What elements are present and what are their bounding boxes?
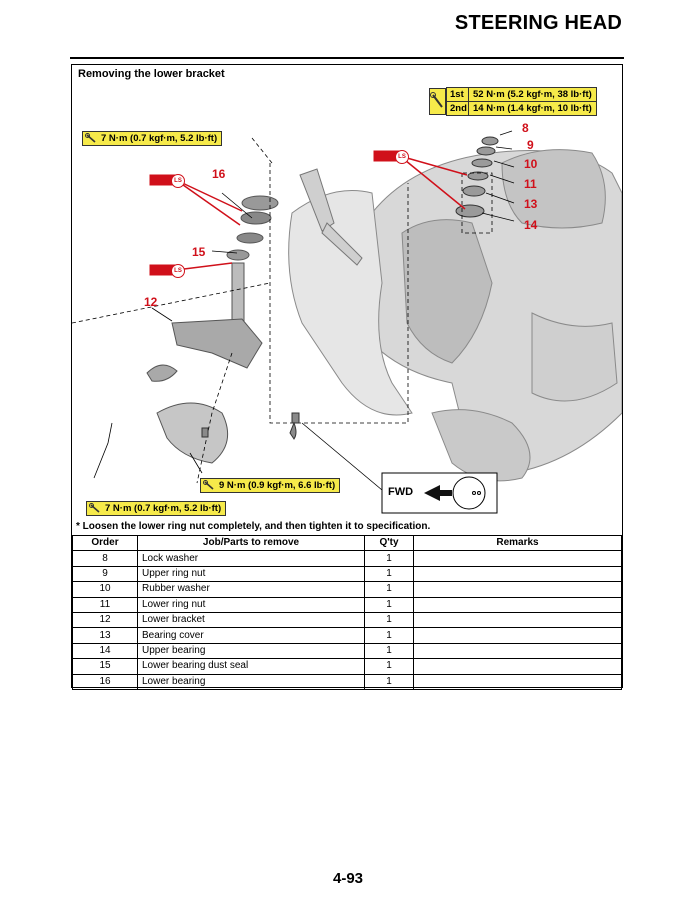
table-header-row: Order Job/Parts to remove Q'ty Remarks: [72, 534, 622, 552]
table-row: 10 Rubber washer 1: [72, 581, 622, 598]
torque-spec-bottom-mid: 9 N·m (0.9 kgf·m, 6.6 lb·ft): [200, 478, 341, 493]
table-row: 11 Lower ring nut 1: [72, 596, 622, 613]
part-cell: Upper bearing: [137, 642, 365, 660]
qty-cell: 1: [364, 642, 414, 660]
order-cell: 10: [72, 581, 138, 598]
torque-stage: 1st: [447, 88, 469, 101]
callout-11: 11: [524, 177, 537, 191]
part-cell: Upper ring nut: [137, 565, 365, 583]
wrench-icon: [89, 503, 101, 514]
order-cell: 15: [72, 658, 138, 675]
motorcycle-body: [288, 149, 623, 482]
part-cell: Rubber washer: [137, 581, 365, 598]
qty-cell: 1: [364, 565, 414, 583]
torque-value: 14 N·m (1.4 kgf·m, 10 lb·ft): [473, 103, 592, 114]
callout-leaders: [93, 130, 515, 491]
qty-cell: 1: [364, 611, 414, 629]
order-cell: 14: [72, 642, 138, 660]
col-order-header: Order: [72, 534, 138, 552]
section-title: Removing the lower bracket: [78, 68, 225, 80]
callout-10: 10: [524, 157, 538, 171]
grease-label: LS: [171, 174, 185, 188]
qty-cell: 1: [364, 627, 414, 644]
part-cell: Lower ring nut: [137, 596, 365, 613]
qty-cell: 1: [364, 581, 414, 598]
header-rule: [70, 57, 624, 59]
torque-value: 7 N·m (0.7 kgf·m, 5.2 lb·ft): [101, 133, 218, 144]
torque-spec-row: 1st 52 N·m (5.2 kgf·m, 38 lb·ft): [447, 88, 596, 101]
torque-value: 9 N·m (0.9 kgf·m, 6.6 lb·ft): [219, 480, 336, 491]
torque-spec-two-stage: 1st 52 N·m (5.2 kgf·m, 38 lb·ft) 2nd 14 …: [429, 87, 597, 116]
table-row: 14 Upper bearing 1: [72, 642, 622, 660]
removal-note: * Loosen the lower ring nut completely, …: [76, 521, 431, 532]
grease-label: LS: [395, 150, 409, 164]
diagram-illustration: [71, 130, 623, 514]
callout-15: 15: [192, 245, 206, 259]
remarks-cell: [413, 596, 622, 613]
order-cell: 11: [72, 596, 138, 613]
remarks-cell: [413, 550, 622, 567]
remarks-cell: [413, 673, 622, 690]
part-cell: Lower bracket: [137, 611, 365, 629]
torque-spec-bottom-left: 7 N·m (0.7 kgf·m, 5.2 lb·ft): [86, 501, 227, 516]
order-cell: 9: [72, 565, 138, 583]
table-row: 15 Lower bearing dust seal 1: [72, 658, 622, 675]
page-number: 4-93: [332, 870, 364, 887]
table-row: 16 Lower bearing 1: [72, 673, 622, 690]
order-cell: 16: [72, 673, 138, 690]
callout-16: 16: [212, 167, 226, 181]
page-title: STEERING HEAD: [454, 12, 622, 34]
bolt-illustrations: [201, 412, 300, 440]
order-cell: 13: [72, 627, 138, 644]
content-frame: Removing the lower bracket: [71, 64, 623, 690]
qty-cell: 1: [364, 673, 414, 690]
table-row: 12 Lower bracket 1: [72, 611, 622, 629]
order-cell: 12: [72, 611, 138, 629]
col-remarks-header: Remarks: [413, 534, 622, 552]
callout-8: 8: [522, 121, 529, 135]
table-row: 9 Upper ring nut 1: [72, 565, 622, 583]
torque-value: 7 N·m (0.7 kgf·m, 5.2 lb·ft): [105, 503, 222, 514]
table-row: 8 Lock washer 1: [72, 550, 622, 567]
grease-arrows: [149, 150, 468, 276]
part-cell: Lower bearing dust seal: [137, 658, 365, 675]
leader-lines: [71, 137, 493, 484]
callout-9: 9: [527, 138, 534, 152]
wrench-icon: [203, 480, 215, 491]
exploded-diagram: FWD LS LS LS 1st 52 N·m (5.2 kgf·m, 38 l…: [71, 83, 623, 523]
remarks-cell: [413, 565, 622, 583]
qty-cell: 1: [364, 658, 414, 675]
parts-table: Order Job/Parts to remove Q'ty Remarks 8…: [72, 534, 622, 690]
part-cell: Lock washer: [137, 550, 365, 567]
callout-13: 13: [524, 197, 538, 211]
remarks-cell: [413, 581, 622, 598]
fwd-label: FWD: [388, 486, 414, 498]
torque-value: 52 N·m (5.2 kgf·m, 38 lb·ft): [473, 89, 592, 100]
torque-spec-row: 2nd 14 N·m (1.4 kgf·m, 10 lb·ft): [447, 101, 596, 115]
remarks-cell: [413, 658, 622, 675]
remarks-cell: [413, 627, 622, 644]
callout-12: 12: [144, 295, 158, 309]
remarks-cell: [413, 642, 622, 660]
qty-cell: 1: [364, 550, 414, 567]
part-cell: Lower bearing: [137, 673, 365, 690]
page-header: STEERING HEAD: [0, 0, 696, 60]
col-part-header: Job/Parts to remove: [137, 534, 365, 552]
order-cell: 8: [72, 550, 138, 567]
wrench-icon: [85, 133, 97, 144]
table-row: 13 Bearing cover 1: [72, 627, 622, 644]
steering-stem-assembly: [146, 195, 279, 464]
torque-stage: 2nd: [447, 102, 469, 115]
col-qty-header: Q'ty: [364, 534, 414, 552]
mirror-illustration: [299, 168, 363, 266]
qty-cell: 1: [364, 596, 414, 613]
wrench-icon: [429, 88, 446, 115]
part-cell: Bearing cover: [137, 627, 365, 644]
remarks-cell: [413, 611, 622, 629]
callout-14: 14: [524, 218, 538, 232]
torque-spec-top-left: 7 N·m (0.7 kgf·m, 5.2 lb·ft): [82, 131, 223, 146]
fwd-inset: [381, 472, 498, 514]
grease-label: LS: [171, 264, 185, 278]
